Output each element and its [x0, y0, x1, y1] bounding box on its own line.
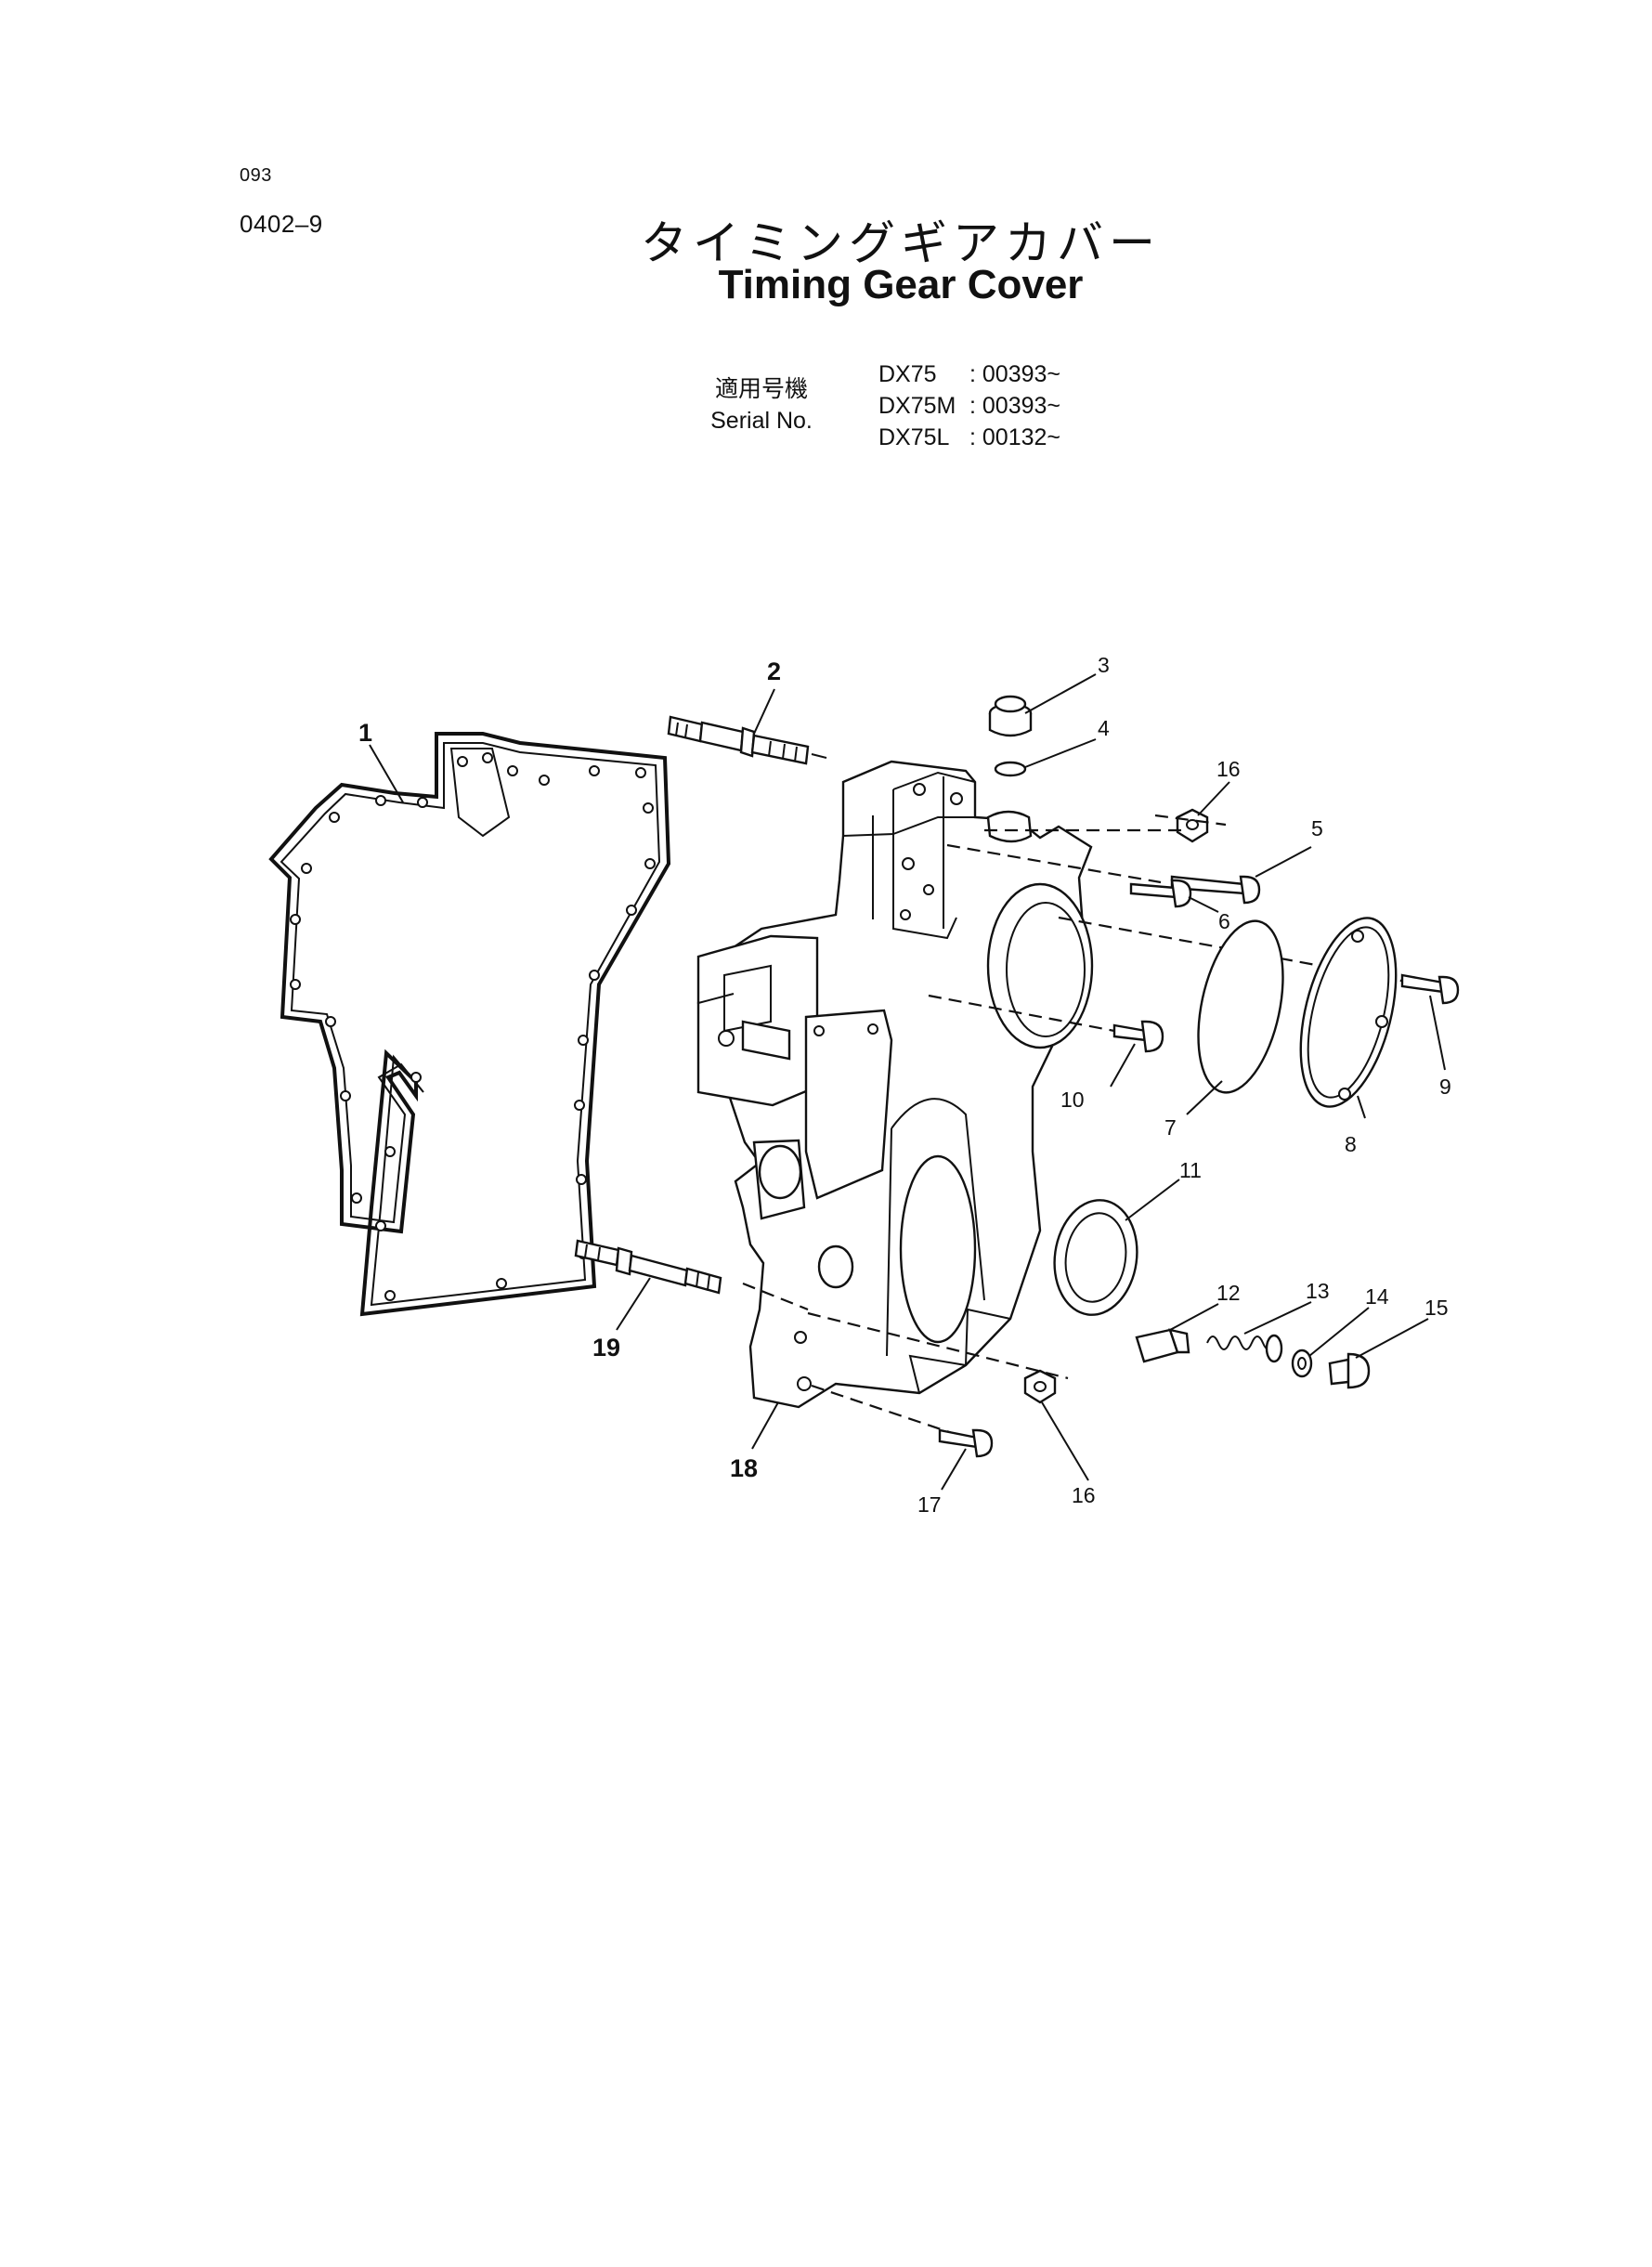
callout-8: 8: [1345, 1132, 1357, 1156]
serial-range: : 00393~: [969, 361, 1061, 387]
callout-12: 12: [1216, 1281, 1241, 1305]
callout-2: 2: [767, 658, 781, 685]
stud-part-19: [574, 1239, 722, 1331]
oring-part-4: [994, 738, 1097, 777]
leader-line: [753, 688, 775, 735]
leader-line: [751, 1401, 779, 1450]
alignment-line: [807, 1311, 1069, 1380]
timing-cover-part-18: [696, 760, 1094, 1409]
cover-bolt-holes: [900, 783, 963, 920]
washer-part-14: [1291, 1307, 1370, 1378]
callout-3: 3: [1098, 653, 1110, 677]
callout-5: 5: [1311, 816, 1323, 840]
nut-part-16-upper: [1154, 781, 1230, 843]
plug-part-15: [1328, 1318, 1429, 1389]
serial-list: DX75 : 00393~ DX75M : 00393~ DX75L : 001…: [878, 358, 1060, 453]
callout-6: 6: [1218, 909, 1230, 933]
callout-17: 17: [917, 1492, 942, 1517]
callout-10: 10: [1060, 1088, 1085, 1112]
serial-model: DX75: [878, 361, 937, 387]
gasket-part-1: [268, 732, 671, 1317]
callout-13: 13: [1306, 1279, 1330, 1303]
serial-row: DX75L : 00132~: [878, 422, 1060, 453]
nut-part-16-lower: [1023, 1369, 1089, 1481]
bolt-part-9: [1400, 973, 1460, 1071]
callout-18: 18: [730, 1454, 758, 1482]
stud-part-2: [667, 715, 827, 765]
cover-plate-part-8: [1299, 917, 1398, 1119]
callout-9: 9: [1439, 1075, 1451, 1099]
alignment-line: [946, 843, 1162, 884]
title-english: Timing Gear Cover: [718, 262, 1084, 307]
serial-label-jp: 適用号機: [714, 376, 808, 402]
serial-range: : 00132~: [969, 424, 1061, 450]
seal-part-11: [1053, 1179, 1180, 1316]
callout-14: 14: [1365, 1284, 1389, 1309]
cap-part-3: [988, 673, 1097, 737]
spring-part-13: [1206, 1301, 1312, 1363]
callout-19: 19: [592, 1334, 620, 1362]
oring-part-7: [1186, 919, 1284, 1115]
section-code: 0402–9: [240, 210, 323, 238]
alignment-line: [742, 1282, 809, 1311]
callout-4: 4: [1098, 716, 1110, 740]
serial-row: DX75 : 00393~: [878, 358, 1060, 390]
callout-16-lower: 16: [1072, 1483, 1096, 1507]
serial-model: DX75L: [878, 424, 950, 450]
bolt-part-17: [938, 1428, 994, 1491]
serial-row: DX75M : 00393~: [878, 390, 1060, 422]
valve-part-12: [1135, 1303, 1219, 1363]
bolt-part-10: [1110, 1020, 1164, 1088]
bolt-part-5: [1170, 846, 1312, 905]
callout-7: 7: [1164, 1115, 1177, 1140]
alignment-line: [811, 1384, 967, 1440]
gasket-bolt-holes: [290, 752, 656, 1301]
serial-model: DX75M: [878, 393, 956, 419]
alignment-line: [928, 994, 1115, 1033]
leader-line: [369, 744, 404, 803]
callout-1: 1: [358, 719, 372, 747]
callout-16-upper: 16: [1216, 757, 1241, 781]
bolt-part-6: [1129, 879, 1219, 913]
serial-label-en: Serial No.: [710, 408, 813, 434]
callout-11: 11: [1179, 1158, 1202, 1182]
serial-range: : 00393~: [969, 393, 1061, 419]
page-code: 093: [240, 165, 272, 186]
callout-15: 15: [1424, 1296, 1449, 1320]
serial-label: 適用号機 Serial No.: [692, 373, 831, 436]
title-japanese: タイミングギアカバー: [641, 216, 1161, 270]
